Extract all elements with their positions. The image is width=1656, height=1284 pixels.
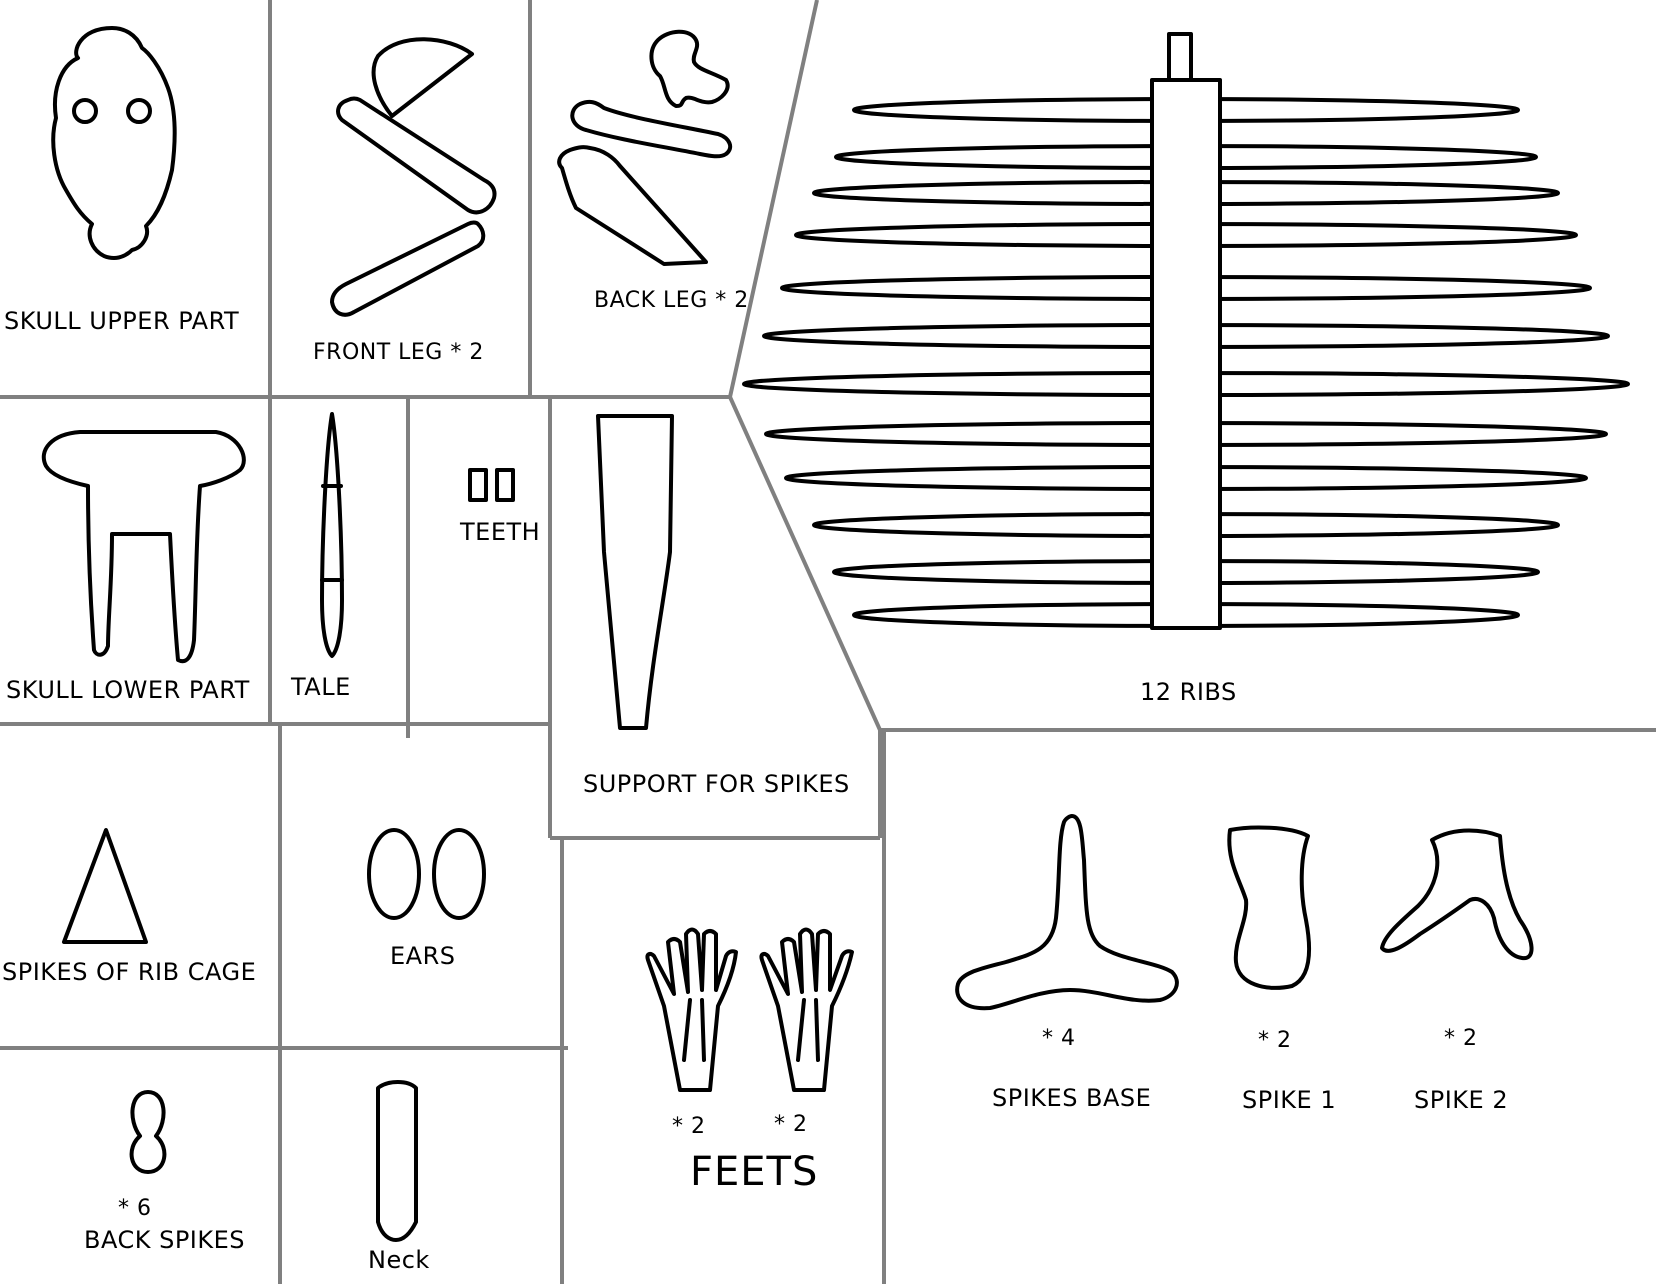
ribs-label: 12 RIBS — [1140, 678, 1237, 706]
back-leg-shape — [557, 29, 733, 266]
teeth-shape — [468, 468, 515, 502]
back-spikes-count: * 6 — [118, 1196, 152, 1221]
skull-upper-part-shape — [51, 26, 177, 260]
tale-shape — [320, 412, 344, 658]
neck-shape — [376, 1080, 418, 1242]
back-spike-shape — [129, 1090, 167, 1174]
spine-shape — [1150, 32, 1222, 630]
spike-2-shape — [1380, 828, 1534, 961]
skull-lower-part-label: SKULL LOWER PART — [6, 676, 250, 704]
neck-label: Neck — [368, 1246, 430, 1274]
front-leg-label: FRONT LEG * 2 — [313, 340, 484, 365]
support-for-spikes-label: SUPPORT FOR SPIKES — [583, 770, 850, 798]
spikes-of-rib-cage-shape — [62, 828, 148, 944]
spikes-of-rib-cage-label: SPIKES OF RIB CAGE — [2, 958, 257, 986]
feet-left-shape — [645, 927, 738, 1092]
spike-2-count: * 2 — [1444, 1026, 1478, 1051]
spike-1-count: * 2 — [1258, 1028, 1292, 1053]
spike-1-shape — [1227, 825, 1312, 990]
spike-1-label: SPIKE 1 — [1242, 1086, 1337, 1114]
back-leg-label: BACK LEG * 2 — [594, 288, 749, 313]
front-leg-shape — [330, 37, 497, 317]
spikes-base-label: SPIKES BASE — [992, 1084, 1152, 1112]
feet-right-shape — [759, 927, 854, 1092]
back-spikes-label: BACK SPIKES — [84, 1226, 246, 1254]
skull-upper-part-label: SKULL UPPER PART — [4, 307, 240, 335]
feet-right-count: * 2 — [774, 1112, 808, 1137]
skull-lower-part-shape — [41, 430, 246, 664]
spikes-base-shape — [955, 814, 1179, 1011]
teeth-label: TEETH — [460, 518, 541, 546]
feet-left-count: * 2 — [672, 1114, 706, 1139]
ears-shape — [367, 828, 486, 920]
ears-label: EARS — [390, 942, 456, 970]
spike-2-label: SPIKE 2 — [1414, 1086, 1509, 1114]
tale-label: TALE — [291, 673, 351, 701]
feets-label: FEETS — [690, 1149, 819, 1195]
spikes-base-count: * 4 — [1042, 1026, 1076, 1051]
support-for-spikes-shape — [596, 414, 674, 730]
